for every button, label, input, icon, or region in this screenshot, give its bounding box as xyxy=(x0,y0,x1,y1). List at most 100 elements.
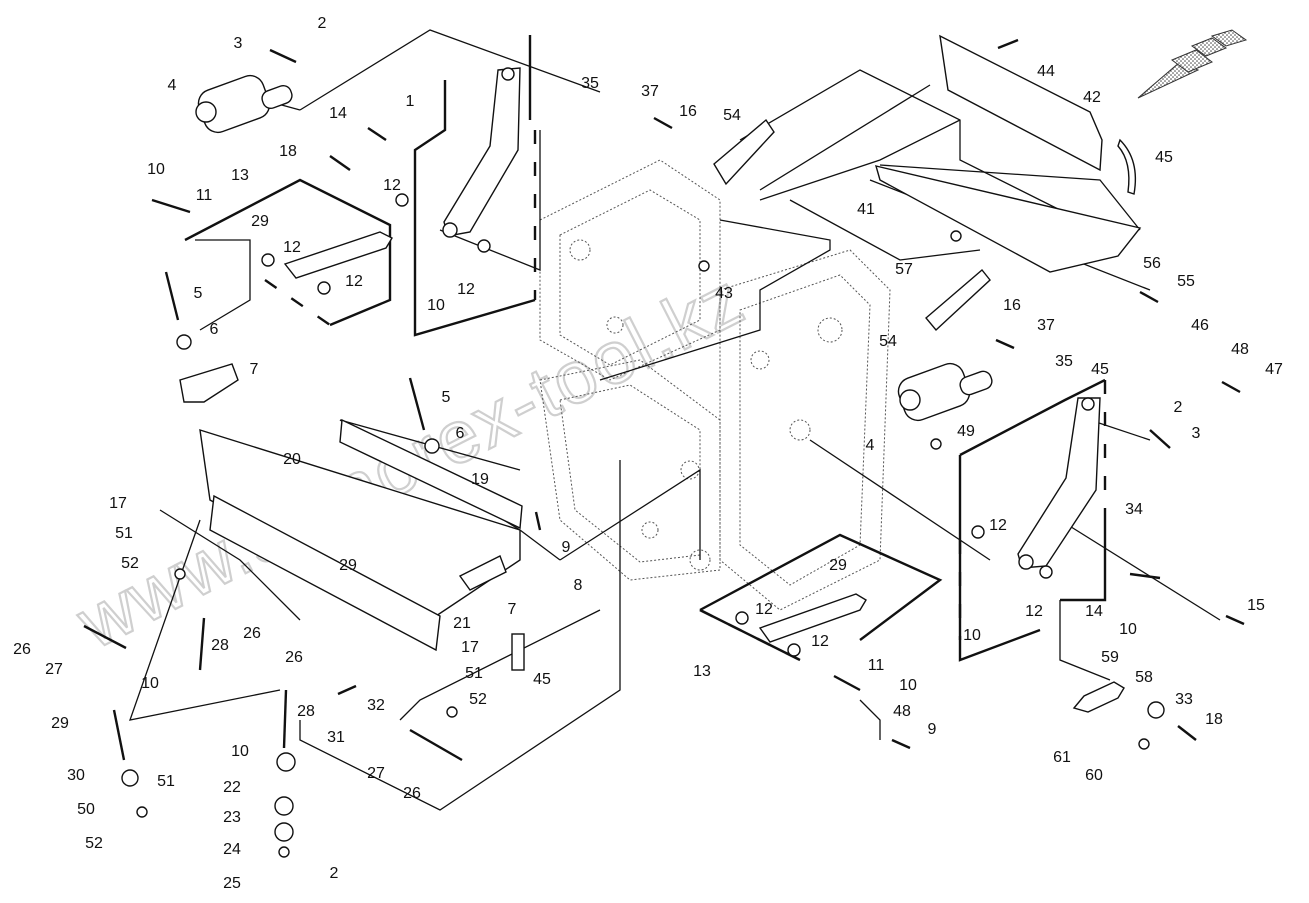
part-label-44: 44 xyxy=(1037,63,1055,80)
part-label-10: 10 xyxy=(427,297,445,314)
part-label-6: 6 xyxy=(456,425,465,442)
part-label-2: 2 xyxy=(1174,399,1183,416)
part-label-51: 51 xyxy=(465,665,483,682)
part-label-15: 15 xyxy=(1247,597,1265,614)
pin-11-right xyxy=(833,674,861,692)
shaft-30 xyxy=(112,709,126,761)
part-label-28: 28 xyxy=(297,703,315,720)
strip-19 xyxy=(339,418,523,530)
part-label-7: 7 xyxy=(508,601,517,618)
part-label-26: 26 xyxy=(243,625,261,642)
part-label-61: 61 xyxy=(1053,749,1071,766)
assembly-brackets xyxy=(184,35,1107,662)
screw-37-top xyxy=(653,116,673,130)
part-label-57: 57 xyxy=(895,261,913,278)
part-label-10: 10 xyxy=(141,675,159,692)
washer-6-left xyxy=(176,334,192,350)
nut-52-c xyxy=(136,806,148,818)
part-label-12: 12 xyxy=(755,601,773,618)
part-label-3: 3 xyxy=(234,35,243,52)
screw-47 xyxy=(1221,380,1241,394)
part-label-12: 12 xyxy=(811,633,829,650)
part-label-12: 12 xyxy=(457,281,475,298)
washer-33 xyxy=(1147,701,1165,719)
pin-3-left xyxy=(269,48,297,64)
bushing-12-e xyxy=(971,525,985,539)
screw-37-right xyxy=(995,338,1015,350)
part-label-10: 10 xyxy=(147,161,165,178)
part-label-14: 14 xyxy=(1085,603,1103,620)
direction-arrow-icon xyxy=(1137,29,1248,99)
part-label-29: 29 xyxy=(51,715,69,732)
part-label-45: 45 xyxy=(1155,149,1173,166)
parts xyxy=(83,34,1245,858)
part-label-7: 7 xyxy=(250,361,259,378)
washer-6-mid xyxy=(424,438,440,454)
pin-3-right xyxy=(1149,429,1171,449)
part-label-3: 3 xyxy=(1192,425,1201,442)
chassis-frame xyxy=(539,159,891,611)
part-label-18: 18 xyxy=(1205,711,1223,728)
part-label-47: 47 xyxy=(1265,361,1283,378)
part-label-59: 59 xyxy=(1101,649,1119,666)
part-label-45: 45 xyxy=(1091,361,1109,378)
bushing-12-f xyxy=(1039,565,1053,579)
washer-24 xyxy=(274,822,294,842)
part-label-29: 29 xyxy=(339,557,357,574)
part-label-52: 52 xyxy=(85,835,103,852)
part-label-35: 35 xyxy=(1055,353,1073,370)
part-label-12: 12 xyxy=(345,273,363,290)
screw-44 xyxy=(997,38,1019,50)
part-label-16: 16 xyxy=(679,103,697,120)
part-label-29: 29 xyxy=(251,213,269,230)
part-label-26: 26 xyxy=(403,785,421,802)
nut-52-a xyxy=(174,568,186,580)
part-label-26: 26 xyxy=(13,641,31,658)
bushing-12-b xyxy=(261,253,275,267)
part-label-2: 2 xyxy=(330,865,339,882)
bracket-54-top xyxy=(713,118,775,186)
part-label-12: 12 xyxy=(283,239,301,256)
part-label-19: 19 xyxy=(471,471,489,488)
part-label-34: 34 xyxy=(1125,501,1143,518)
part-label-8: 8 xyxy=(574,577,583,594)
pin-28-bottom xyxy=(282,689,288,749)
part-label-21: 21 xyxy=(453,615,471,632)
screw-9-mid xyxy=(534,511,542,531)
part-label-9: 9 xyxy=(928,721,937,738)
part-label-28: 28 xyxy=(211,637,229,654)
part-label-4: 4 xyxy=(866,437,875,454)
screw-18-right xyxy=(1177,725,1197,741)
part-label-42: 42 xyxy=(1083,89,1101,106)
part-label-6: 6 xyxy=(210,321,219,338)
bolt-5-left xyxy=(164,271,180,321)
part-label-10: 10 xyxy=(963,627,981,644)
link-left xyxy=(283,231,393,279)
washer-50 xyxy=(121,769,139,787)
part-label-10: 10 xyxy=(231,743,249,760)
bushing-12-a xyxy=(395,193,409,207)
part-label-35: 35 xyxy=(581,75,599,92)
part-label-49: 49 xyxy=(957,423,975,440)
part-label-48: 48 xyxy=(1231,341,1249,358)
pin-14-right xyxy=(1129,572,1161,580)
rod-27-bottom xyxy=(409,728,463,762)
nut-25 xyxy=(278,846,290,858)
part-label-1: 1 xyxy=(406,93,415,110)
nut-49 xyxy=(930,438,942,450)
part-label-32: 32 xyxy=(367,697,385,714)
part-label-17: 17 xyxy=(109,495,127,512)
part-label-48: 48 xyxy=(893,703,911,720)
part-label-54: 54 xyxy=(723,107,741,124)
part-label-10: 10 xyxy=(1119,621,1137,638)
part-label-31: 31 xyxy=(327,729,345,746)
nut-52-b xyxy=(446,706,458,718)
part-label-41: 41 xyxy=(857,201,875,218)
screw-9-right xyxy=(891,738,911,750)
screw-15 xyxy=(1225,614,1245,626)
part-label-20: 20 xyxy=(283,451,301,468)
strip-45-bottom xyxy=(511,633,525,671)
part-label-43: 43 xyxy=(715,285,733,302)
part-label-12: 12 xyxy=(989,517,1007,534)
bracket-7-left xyxy=(179,363,239,403)
